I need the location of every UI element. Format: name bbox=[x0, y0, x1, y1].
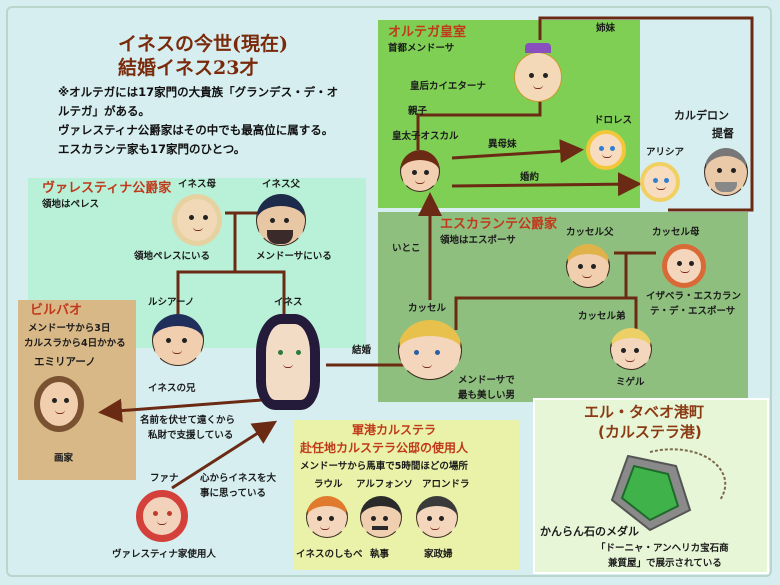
cassel-mother-label: カッセル母 bbox=[652, 227, 700, 238]
juana-note-2: 事に思っている bbox=[200, 488, 267, 499]
alfonso-portrait bbox=[360, 496, 402, 538]
cassel-father-portrait bbox=[566, 244, 610, 288]
ines-mother-note: 領地ペレスにいる bbox=[134, 251, 211, 262]
ines-brother-note: イネスの兄 bbox=[148, 383, 196, 394]
escalante-header: エスカランテ公爵家 bbox=[440, 217, 558, 232]
juana-portrait bbox=[136, 490, 188, 542]
el-tavio-header-2: (カルステラ港) bbox=[598, 423, 702, 441]
cassel-label: カッセル bbox=[408, 303, 447, 314]
calstera-subheader: メンドーサから馬車で5時間ほどの場所 bbox=[300, 461, 468, 472]
emiliano-portrait bbox=[34, 376, 84, 432]
sisters-line bbox=[538, 16, 754, 212]
miguel-label: ミゲル bbox=[616, 377, 645, 388]
empress-label: 皇后カイエターナ bbox=[410, 81, 486, 92]
empress-portrait bbox=[514, 43, 562, 102]
ines-father-portrait bbox=[256, 194, 306, 246]
parent-child-line bbox=[416, 100, 542, 150]
ortega-royal-header: オルテガ皇室 bbox=[388, 25, 467, 40]
cassel-mother-portrait bbox=[662, 244, 706, 288]
miguel-portrait bbox=[610, 328, 652, 370]
escalante-subheader: 領地はエスポーサ bbox=[440, 235, 516, 246]
raul-name: ラウル bbox=[314, 479, 343, 490]
support-note-1: 名前を伏せて遠くから bbox=[140, 415, 236, 426]
title-line-1: イネスの今世(現在) bbox=[118, 33, 288, 55]
raul-role: イネスのしもべ bbox=[296, 549, 363, 560]
sisters-label: 姉妹 bbox=[596, 23, 616, 34]
juana-arrow bbox=[171, 420, 278, 490]
cassel-portrait bbox=[398, 320, 462, 380]
cassel-note-2: 最も美しい男 bbox=[458, 390, 516, 401]
juana-role: ヴァレスティナ家使用人 bbox=[112, 549, 216, 560]
cousin-label: いとこ bbox=[392, 243, 421, 254]
ines-father-note: メンドーサにいる bbox=[256, 251, 332, 262]
engaged-label: 婚約 bbox=[520, 172, 540, 183]
medal-label: かんらん石のメダル bbox=[540, 525, 639, 538]
display-note-1: 「ドーニャ・アンヘリカ宝石商 bbox=[596, 543, 729, 554]
alondra-name: アロンドラ bbox=[422, 479, 470, 490]
ines-mother-portrait bbox=[172, 194, 222, 246]
cassel-mother-name-2: テ・デ・エスポーサ bbox=[650, 306, 736, 317]
ines-label: イネス bbox=[274, 297, 303, 308]
raul-portrait bbox=[306, 496, 348, 538]
bilbao-line-1: メンドーサから3日 bbox=[28, 323, 111, 334]
luciano-portrait bbox=[152, 314, 204, 366]
page-frame bbox=[6, 6, 772, 577]
alfonso-role: 執事 bbox=[370, 549, 390, 560]
marriage-label: 結婚 bbox=[352, 345, 372, 356]
calderon-title: 提督 bbox=[712, 127, 734, 140]
alondra-role: 家政婦 bbox=[424, 549, 453, 560]
support-note-2: 私財で支援している bbox=[148, 430, 234, 441]
note-line-3: ヴァレスティナ公爵家はその中でも最高位に属する。 bbox=[58, 123, 334, 137]
prince-label: 皇太子オスカル bbox=[392, 131, 459, 142]
alicia-label: アリシア bbox=[646, 147, 685, 158]
el-tavio-header-1: エル・タベオ港町 bbox=[584, 403, 705, 421]
calstera-header-1: 軍港カルステラ bbox=[352, 423, 437, 437]
ines-father-label: イネス父 bbox=[262, 179, 301, 190]
half-sister-arrow bbox=[451, 139, 584, 164]
half-sister-label: 異母妹 bbox=[488, 139, 517, 150]
note-line-4: エスカランテ家も17家門のひとつ。 bbox=[58, 142, 246, 156]
ortega-royal-subheader: 首都メンドーサ bbox=[388, 43, 455, 54]
display-note-2: 兼質屋」で展示されている bbox=[608, 558, 722, 569]
calderon-portrait bbox=[704, 148, 748, 196]
emiliano-name: エミリアーノ bbox=[34, 356, 96, 368]
juana-name: ファナ bbox=[150, 473, 179, 484]
cassel-mother-name-1: イザベラ・エスカラン bbox=[646, 291, 742, 302]
alicia-portrait bbox=[640, 162, 680, 202]
cassel-note-1: メンドーサで bbox=[458, 375, 515, 386]
luciano-label: ルシアーノ bbox=[148, 297, 195, 308]
oyako-label: 親子 bbox=[408, 106, 428, 117]
bilbao-header: ビルバオ bbox=[30, 303, 83, 318]
note-line-2: ルテガ」がある。 bbox=[58, 104, 150, 118]
valestina-subheader: 領地はペレス bbox=[42, 199, 100, 210]
support-arrow bbox=[98, 398, 263, 423]
ines-portrait bbox=[256, 314, 320, 410]
title-line-2: 結婚イネス23才 bbox=[118, 57, 259, 79]
alfonso-name: アルフォンソ bbox=[356, 479, 413, 490]
alondra-portrait bbox=[416, 496, 458, 538]
ines-mother-label: イネス母 bbox=[178, 179, 217, 190]
dolores-label: ドロレス bbox=[594, 115, 633, 126]
bilbao-line-2: カルスラから4日かかる bbox=[24, 338, 126, 349]
calstera-header-2: 赴任地カルステラ公邸の使用人 bbox=[300, 441, 469, 455]
cassel-brother-label: カッセル弟 bbox=[578, 311, 626, 322]
note-line-1: ※オルテガには17家門の大貴族「グランデス・デ・オ bbox=[58, 85, 339, 99]
juana-note-1: 心からイネスを大 bbox=[200, 473, 277, 484]
calstera-box bbox=[294, 420, 520, 570]
valestina-header: ヴァレスティナ公爵家 bbox=[42, 181, 172, 196]
engaged-arrow bbox=[451, 172, 642, 197]
prince-portrait bbox=[400, 150, 440, 192]
emiliano-role: 画家 bbox=[54, 453, 74, 464]
dolores-portrait bbox=[586, 130, 626, 170]
cassel-father-label: カッセル父 bbox=[566, 227, 614, 238]
calderon-name: カルデロン bbox=[674, 109, 729, 122]
